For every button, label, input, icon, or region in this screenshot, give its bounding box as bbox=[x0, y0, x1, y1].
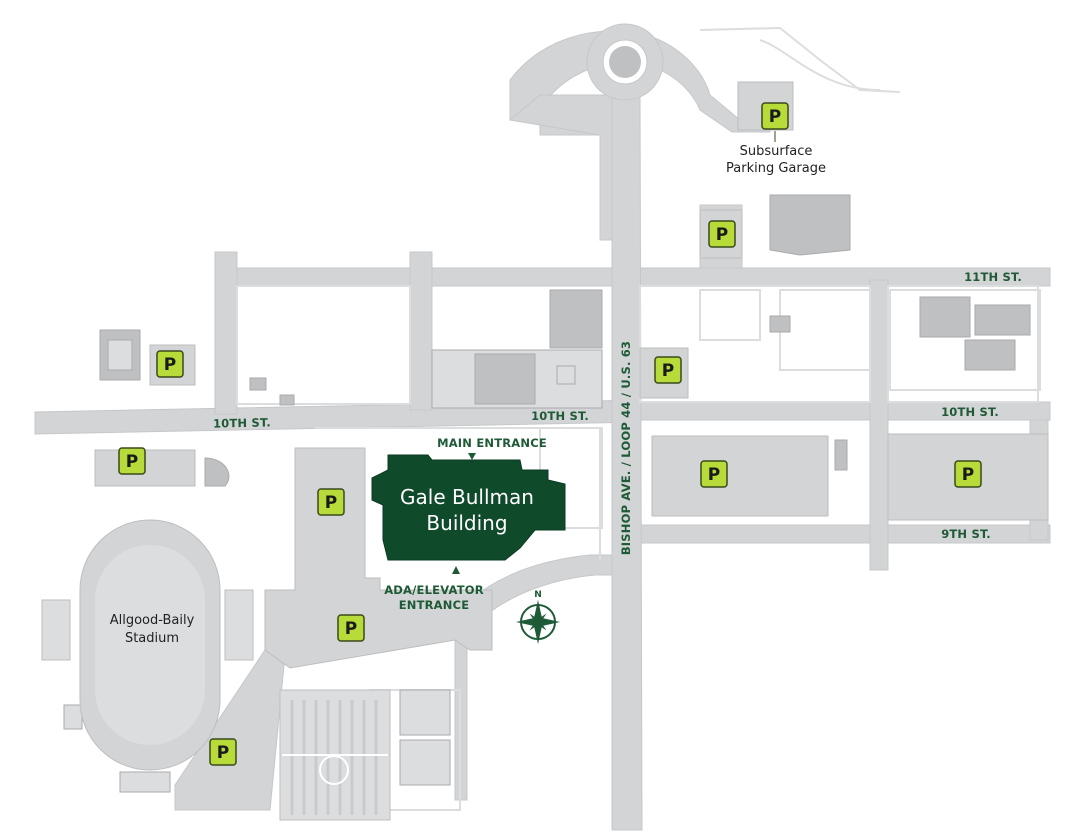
parking-icon[interactable]: P bbox=[700, 460, 728, 488]
parking-lot-east-1 bbox=[651, 435, 829, 517]
parking-label: P bbox=[716, 225, 728, 245]
compass-north-label: N bbox=[534, 590, 542, 600]
street-label-11th: 11TH ST. bbox=[964, 270, 1022, 284]
roundabout bbox=[586, 23, 664, 101]
parking-label: P bbox=[217, 743, 229, 763]
campus-buildings bbox=[63, 194, 1031, 793]
compass-rose-icon: N bbox=[516, 590, 560, 644]
street-label-10th-west: 10TH ST. bbox=[213, 415, 271, 430]
street-labels: 11TH ST. 10TH ST. 10TH ST. 10TH ST. 9TH … bbox=[213, 270, 1022, 555]
road-stadium-diagonal bbox=[174, 649, 286, 811]
building-east-complex bbox=[919, 296, 1031, 371]
ada-entrance-label-line2: ENTRANCE bbox=[399, 598, 470, 612]
parking-icon[interactable]: P bbox=[761, 102, 789, 130]
parking-label: P bbox=[325, 493, 337, 513]
building-ne bbox=[769, 194, 851, 256]
road-mid-vertical bbox=[409, 251, 433, 411]
street-label-10th-east: 10TH ST. bbox=[941, 405, 999, 419]
street-label-9th: 9TH ST. bbox=[941, 527, 991, 541]
parking-icon[interactable]: P bbox=[654, 356, 682, 384]
building-name-line1: Gale Bullman bbox=[400, 485, 534, 509]
building-name-line2: Building bbox=[426, 511, 507, 535]
road-ada-curve bbox=[469, 554, 613, 613]
parking-label: P bbox=[769, 107, 781, 127]
parking-icon[interactable]: P bbox=[317, 488, 345, 516]
parking-markers: P P P P P P P P P P bbox=[118, 102, 982, 766]
entrance-arrow-icon bbox=[468, 453, 476, 460]
parking-label: P bbox=[962, 465, 974, 485]
parking-label: P bbox=[345, 619, 357, 639]
stadium-label-line2: Stadium bbox=[125, 631, 179, 646]
allgood-baily-stadium: Allgood-Baily Stadium bbox=[41, 519, 254, 771]
sports-field bbox=[279, 689, 391, 821]
ada-entrance-marker: ADA/ELEVATOR ENTRANCE bbox=[384, 566, 484, 612]
parking-icon[interactable]: P bbox=[708, 220, 736, 248]
parking-label: P bbox=[708, 465, 720, 485]
parking-icon[interactable]: P bbox=[954, 460, 982, 488]
street-label-10th-center: 10TH ST. bbox=[531, 409, 589, 423]
street-label-bishop-ave: BISHOP AVE. / LOOP 44 / U.S. 63 bbox=[619, 341, 633, 555]
parking-icon[interactable]: P bbox=[156, 350, 184, 378]
parking-icon[interactable]: P bbox=[337, 614, 365, 642]
garage-label-line1: Subsurface bbox=[740, 144, 813, 159]
garage-label-line2: Parking Garage bbox=[726, 161, 826, 176]
parking-label: P bbox=[164, 355, 176, 375]
main-entrance-label: MAIN ENTRANCE bbox=[437, 436, 547, 450]
entrance-arrow-icon bbox=[452, 566, 460, 574]
parking-label: P bbox=[126, 452, 138, 472]
parking-icon[interactable]: P bbox=[209, 738, 237, 766]
road-east-vertical bbox=[869, 279, 889, 571]
subsurface-garage-label: Subsurface Parking Garage bbox=[726, 131, 826, 176]
road-west-vertical bbox=[214, 251, 238, 415]
ada-entrance-label-line1: ADA/ELEVATOR bbox=[384, 583, 484, 597]
parking-icon[interactable]: P bbox=[118, 447, 146, 475]
main-entrance-marker: MAIN ENTRANCE bbox=[437, 436, 547, 460]
parking-label: P bbox=[662, 361, 674, 381]
gale-bullman-building[interactable]: Gale Bullman Building bbox=[371, 454, 566, 561]
stadium-label-line1: Allgood-Baily bbox=[110, 613, 195, 628]
